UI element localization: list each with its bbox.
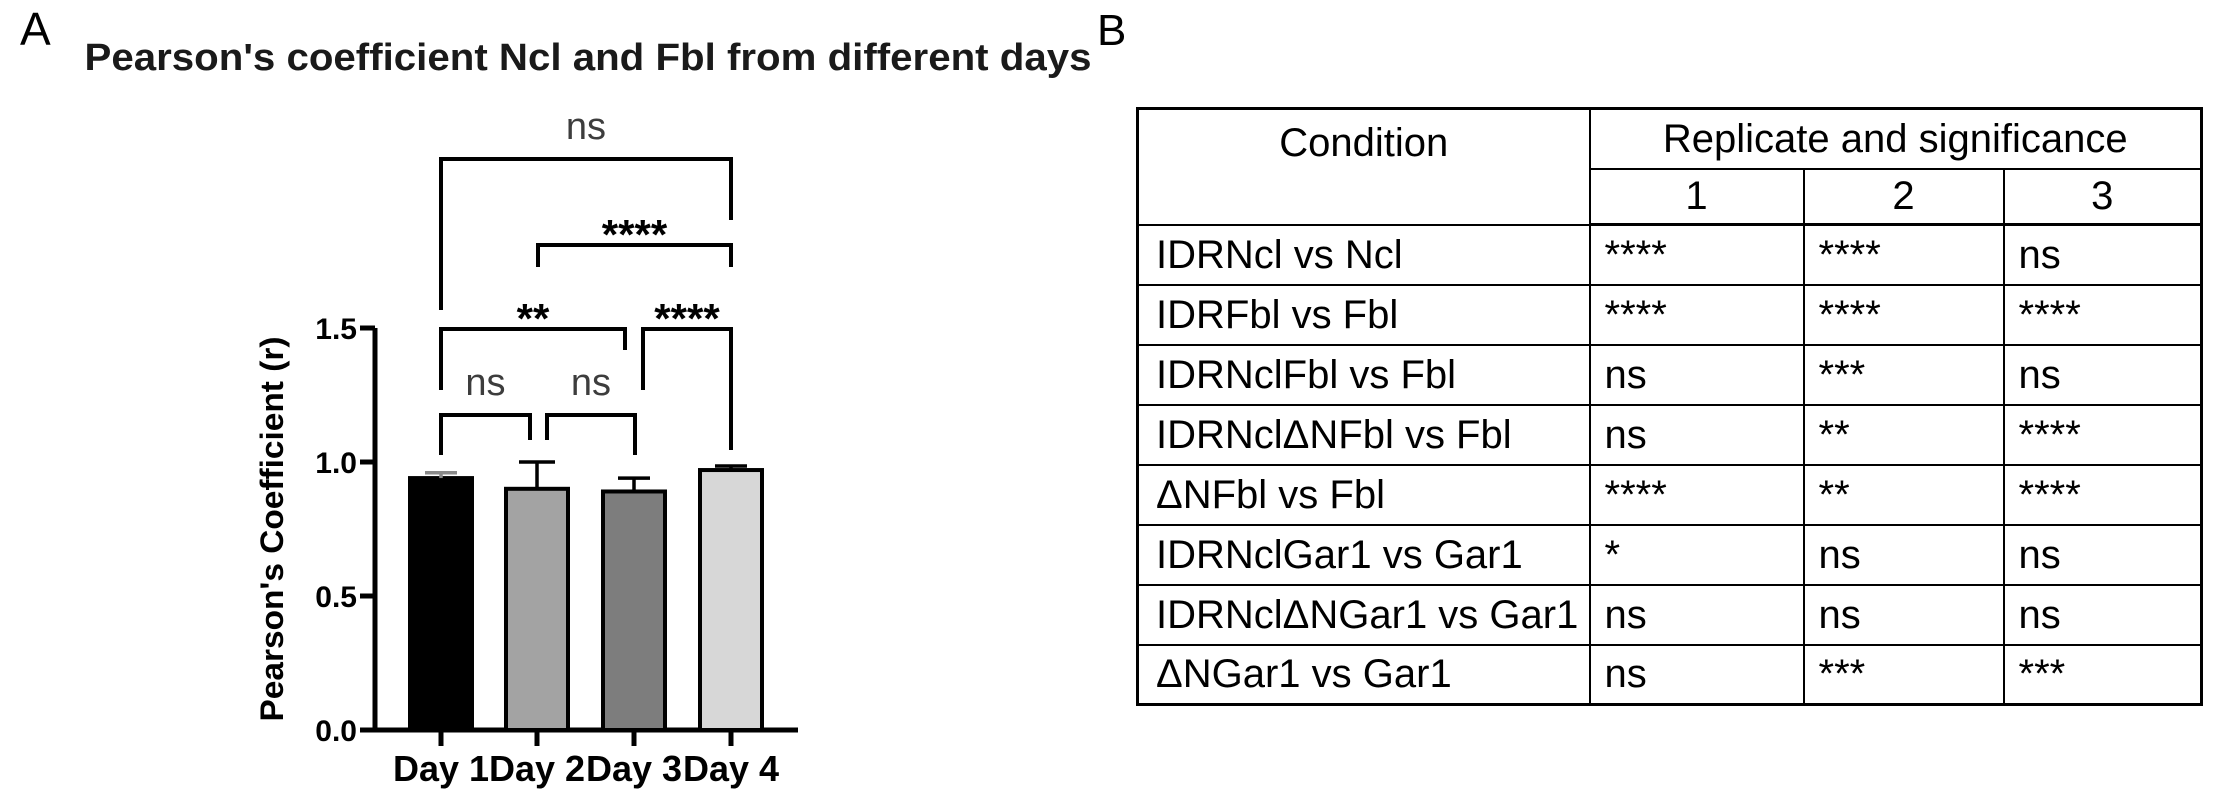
significance-cell: ns xyxy=(1588,583,1805,646)
significance-cell: ns xyxy=(1588,403,1805,466)
significance-cell: ns xyxy=(2002,223,2203,286)
significance-cell: **** xyxy=(2002,463,2203,526)
significance-cell: ns xyxy=(1802,523,2005,586)
significance-label: ns xyxy=(465,362,505,404)
column-header-replicate-1: 1 xyxy=(1588,167,1805,226)
significance-label: **** xyxy=(602,211,668,258)
condition-cell: ΔNFbl vs Fbl xyxy=(1136,463,1591,526)
condition-cell: IDRNcl vs Ncl xyxy=(1136,223,1591,286)
condition-cell: IDRNclGar1 vs Gar1 xyxy=(1136,523,1591,586)
significance-label: **** xyxy=(654,295,720,342)
significance-cell: **** xyxy=(2002,403,2203,466)
significance-label: ns xyxy=(566,106,606,148)
x-axis-category-label: Day 3 xyxy=(586,748,682,789)
condition-cell: IDRNclΔNFbl vs Fbl xyxy=(1136,403,1591,466)
column-header-replicate-group: Replicate and significance xyxy=(1588,107,2203,170)
table-row: IDRNcl vs Ncl********ns xyxy=(1136,223,2203,286)
x-axis-category-label: Day 4 xyxy=(683,748,779,789)
y-axis-label: Pearson's Coefficient (r) xyxy=(254,336,290,721)
column-header-replicate-2: 2 xyxy=(1802,167,2005,226)
bar-day-4 xyxy=(698,468,764,732)
significance-bracket xyxy=(439,157,733,310)
significance-cell: ns xyxy=(1802,583,2005,646)
significance-cell: ns xyxy=(1588,343,1805,406)
table-row: ΔNFbl vs Fbl********** xyxy=(1136,463,2203,526)
condition-cell: IDRNclFbl vs Fbl xyxy=(1136,343,1591,406)
significance-cell: **** xyxy=(2002,283,2203,346)
bar-day-3 xyxy=(601,489,667,733)
significance-cell: ns xyxy=(2002,523,2203,586)
pearson-bar-chart: Pearson's coefficient Ncl and Fbl from d… xyxy=(85,37,1092,789)
significance-cell: **** xyxy=(1588,223,1805,286)
chart-title: Pearson's coefficient Ncl and Fbl from d… xyxy=(85,37,1092,79)
y-tick-label: 0.0 xyxy=(315,715,357,748)
significance-cell: **** xyxy=(1588,463,1805,526)
condition-cell: IDRFbl vs Fbl xyxy=(1136,283,1591,346)
significance-cell: **** xyxy=(1802,223,2005,286)
significance-bracket xyxy=(641,327,733,450)
significance-cell: ns xyxy=(2002,583,2203,646)
significance-table: Condition Replicate and significance 1 2… xyxy=(1136,107,2204,706)
significance-label: ns xyxy=(571,362,611,404)
bar-day-1 xyxy=(408,476,474,732)
x-axis-category-label: Day 1 xyxy=(393,748,489,789)
significance-bracket xyxy=(545,413,637,455)
panel-a-label: A xyxy=(20,3,51,55)
significance-cell: **** xyxy=(1802,283,2005,346)
significance-cell: *** xyxy=(2002,643,2203,706)
significance-bracket xyxy=(439,413,532,455)
bar-day-2 xyxy=(504,486,570,732)
significance-cell: * xyxy=(1588,523,1805,586)
significance-cell: **** xyxy=(1588,283,1805,346)
panel-b-label: B xyxy=(1097,6,1127,55)
significance-cell: ns xyxy=(1588,643,1805,706)
column-header-condition: Condition xyxy=(1136,107,1591,226)
significance-bracket xyxy=(439,327,627,390)
table-row: IDRFbl vs Fbl************ xyxy=(1136,283,2203,346)
significance-cell: *** xyxy=(1802,343,2005,406)
y-tick-label: 1.5 xyxy=(315,313,357,346)
significance-cell: ** xyxy=(1802,463,2005,526)
significance-cell: *** xyxy=(1802,643,2005,706)
column-header-replicate-3: 3 xyxy=(2002,167,2203,226)
significance-cell: ** xyxy=(1802,403,2005,466)
significance-label: ** xyxy=(517,295,550,342)
y-tick-label: 1.0 xyxy=(315,447,357,480)
significance-cell: ns xyxy=(2002,343,2203,406)
significance-bracket xyxy=(536,243,733,267)
condition-cell: ΔNGar1 vs Gar1 xyxy=(1136,643,1591,706)
condition-cell: IDRNclΔNGar1 vs Gar1 xyxy=(1136,583,1591,646)
y-tick-label: 0.5 xyxy=(315,581,357,614)
x-axis-category-label: Day 2 xyxy=(489,748,585,789)
